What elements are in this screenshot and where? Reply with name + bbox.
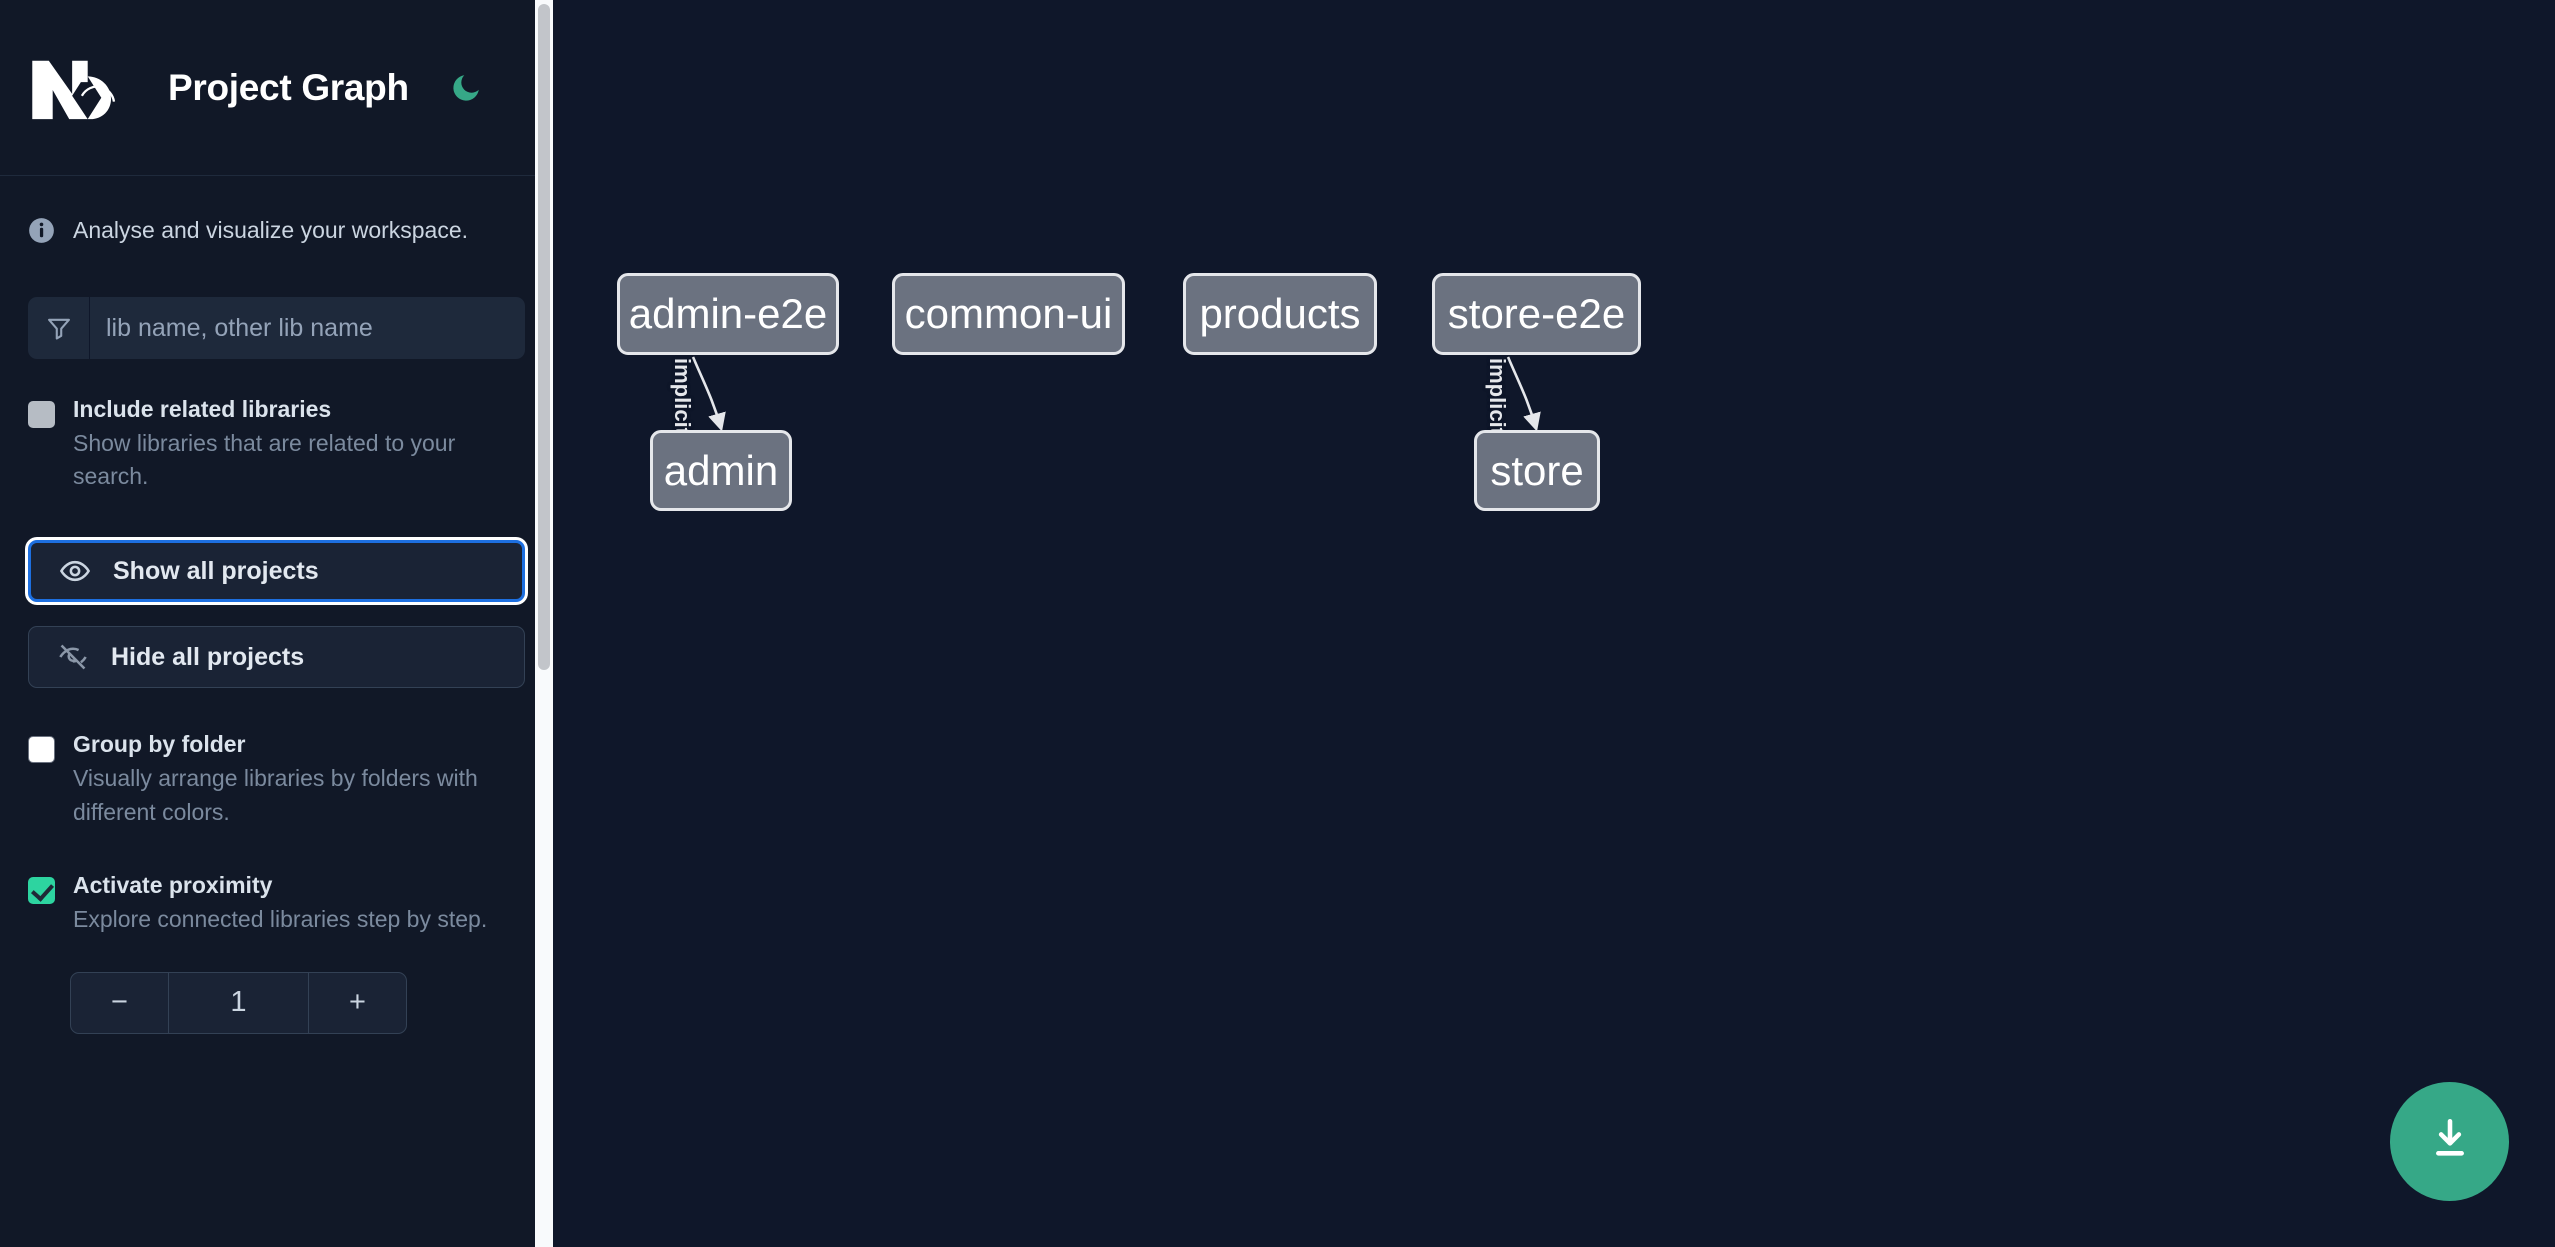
sidebar: Project Graph Analyse and visualize your…: [0, 0, 553, 1247]
graph-node-admin[interactable]: admin: [650, 430, 792, 511]
edge-label-implicit: implicit: [670, 358, 695, 436]
checkbox-activate-proximity[interactable]: [28, 876, 55, 904]
download-button[interactable]: [2390, 1082, 2509, 1201]
edge-store-e2e-store: [1506, 356, 1541, 432]
option-description: Visually arrange libraries by folders wi…: [73, 765, 478, 825]
edge-admin-e2e-admin: [691, 356, 726, 432]
hide-all-projects-label: Hide all projects: [111, 642, 305, 671]
graph-canvas[interactable]: implicit implicit admin-e2e common-ui pr…: [553, 0, 2555, 1247]
edge-label-implicit: implicit: [1485, 358, 1510, 436]
sidebar-body: Analyse and visualize your workspace. In…: [0, 176, 553, 1034]
graph-node-products[interactable]: products: [1183, 273, 1377, 355]
option-label: Activate proximity: [73, 871, 273, 898]
show-all-projects-button[interactable]: Show all projects: [28, 540, 525, 603]
stepper-decrement-button[interactable]: −: [111, 986, 128, 1019]
option-include-related-libraries[interactable]: Include related libraries Show libraries…: [28, 395, 525, 493]
graph-node-admin-e2e[interactable]: admin-e2e: [617, 273, 839, 355]
sidebar-scrollbar[interactable]: [535, 0, 553, 1247]
moon-icon[interactable]: [445, 67, 487, 109]
graph-node-store-e2e[interactable]: store-e2e: [1432, 273, 1641, 355]
checkbox-include-related-libraries[interactable]: [28, 401, 55, 428]
workspace-info-text: Analyse and visualize your workspace.: [73, 217, 469, 243]
proximity-stepper[interactable]: − 1 +: [70, 971, 407, 1034]
graph-node-common-ui[interactable]: common-ui: [892, 273, 1125, 355]
graph-edges: [691, 356, 1541, 432]
option-label: Include related libraries: [73, 396, 332, 422]
page-title: Project Graph: [168, 66, 409, 108]
stepper-increment-button[interactable]: +: [349, 986, 366, 1019]
info-icon: [28, 217, 55, 244]
download-icon: [2424, 1113, 2476, 1170]
nx-logo: [28, 53, 126, 123]
sidebar-header: Project Graph: [0, 0, 553, 176]
stepper-value: 1: [168, 972, 309, 1033]
hide-all-projects-button[interactable]: Hide all projects: [28, 626, 525, 689]
option-group-by-folder[interactable]: Group by folder Visually arrange librari…: [28, 730, 525, 828]
filter-field[interactable]: [28, 297, 525, 359]
option-activate-proximity[interactable]: Activate proximity Explore connected lib…: [28, 871, 525, 936]
sidebar-scrollbar-thumb[interactable]: [538, 4, 550, 670]
workspace-info: Analyse and visualize your workspace.: [28, 176, 525, 244]
option-description: Show libraries that are related to your …: [73, 429, 456, 490]
graph-node-store[interactable]: store: [1474, 430, 1600, 511]
show-all-projects-label: Show all projects: [113, 556, 319, 585]
option-label: Group by folder: [73, 731, 246, 758]
eye-icon: [59, 555, 91, 587]
filter-funnel-icon: [28, 297, 90, 359]
eye-off-icon: [57, 641, 89, 673]
option-description: Explore connected libraries step by step…: [73, 905, 488, 932]
search-input[interactable]: [90, 297, 525, 359]
checkbox-group-by-folder[interactable]: [28, 736, 55, 764]
